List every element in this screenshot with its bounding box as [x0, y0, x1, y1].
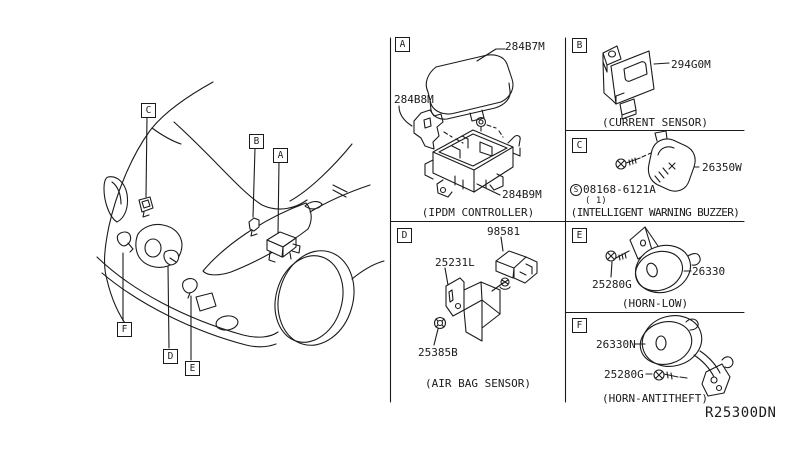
car-callout-d: D: [163, 349, 178, 364]
panel-f-horn-26330n: [639, 315, 703, 367]
caption-warning-buzzer: (INTELLIGENT WARNING BUZZER): [570, 206, 740, 219]
part-label-25385b: 25385B: [418, 346, 458, 359]
caption-ipdm-controller: (IPDM CONTROLLER): [421, 206, 535, 219]
car-callout-a: A: [273, 148, 288, 163]
door-handle: [332, 184, 348, 198]
side-mirror: [304, 201, 323, 210]
part-label-26350w: 26350W: [702, 161, 742, 174]
part-label-284b8m: 284B8M: [394, 93, 434, 106]
panel-grid: [389, 37, 745, 403]
part-label-98581: 98581: [487, 225, 521, 238]
panel-e-screw: [605, 250, 630, 262]
car-part-buzzer: [138, 196, 154, 218]
caption-horn-antitheft: (HORN-ANTITHEFT): [602, 392, 708, 405]
part-label-26330n: 26330N: [596, 338, 636, 351]
panel-a-cover-284b7m: [425, 54, 514, 122]
part-label-26330: 26330: [692, 265, 726, 278]
leader-25280g-e: [610, 261, 613, 278]
car-callout-f: F: [117, 322, 132, 337]
leader-284b7m: [476, 48, 506, 62]
panel-letter-a: A: [395, 37, 410, 52]
leader-25385b: [433, 328, 439, 346]
panel-a-nut: [475, 116, 504, 138]
callout-leaders: [122, 115, 280, 361]
part-label-25231l: 25231L: [435, 256, 475, 269]
panel-a-bracket-284b8m: [413, 109, 444, 150]
front-wheel: [274, 250, 355, 346]
car-part-horn-antitheft: [116, 231, 134, 253]
panel-e-horn-26330: [634, 244, 701, 294]
s-circle-icon: S: [570, 184, 582, 196]
leader-284b8m: [398, 105, 413, 127]
panel-letter-e: E: [572, 228, 587, 243]
caption-current-sensor: (CURRENT SENSOR): [602, 116, 708, 129]
car-part-ipdm: [266, 231, 301, 263]
leader-294g0m: [653, 62, 670, 65]
car-part-airbag-sensor: [163, 249, 180, 266]
car-part-current-sensor: [248, 217, 260, 237]
leader-25231l: [444, 267, 449, 286]
headlight-left: [103, 176, 129, 223]
diagram-ref-code: R25300DN: [705, 405, 777, 421]
panel-letter-f: F: [572, 318, 587, 333]
panel-c-buzzer-26350w: [647, 130, 696, 192]
leader-98581: [500, 236, 504, 252]
panel-c-screw: [615, 152, 652, 170]
caption-airbag-sensor: (AIR BAG SENSOR): [425, 377, 531, 390]
panel-letter-d: D: [397, 228, 412, 243]
car-part-horn-low: [182, 278, 198, 299]
panel-d-sensor-98581: [491, 250, 538, 292]
panel-letter-c: C: [572, 138, 587, 153]
part-label-294g0m: 294G0M: [671, 58, 711, 71]
car-callout-e: E: [185, 361, 200, 376]
car-callout-c: C: [141, 103, 156, 118]
car-outline: [96, 81, 385, 348]
panel-b-sensor-294g0m: [602, 45, 655, 120]
part-qty-08168-6121a: ( 1): [585, 196, 607, 206]
panel-f-arm-bracket: [693, 350, 734, 397]
caption-horn-low: (HORN-LOW): [621, 297, 689, 310]
panel-d-bracket-25231l: [445, 277, 501, 342]
fog-lamp-openings: [195, 292, 239, 331]
panel-f-screw: [653, 369, 688, 381]
panel-letter-b: B: [572, 38, 587, 53]
part-label-25280g-low: 25280G: [592, 278, 632, 291]
panel-a-case-284b9m: [424, 129, 521, 198]
part-label-284b7m: 284B7M: [505, 40, 545, 53]
panel-d-nut-25385b: [433, 316, 447, 330]
part-label-284b9m: 284B9M: [502, 188, 542, 201]
part-label-25280g-antitheft: 25280G: [604, 368, 644, 381]
leader-284b9m: [476, 183, 501, 196]
car-callout-b: B: [249, 134, 264, 149]
